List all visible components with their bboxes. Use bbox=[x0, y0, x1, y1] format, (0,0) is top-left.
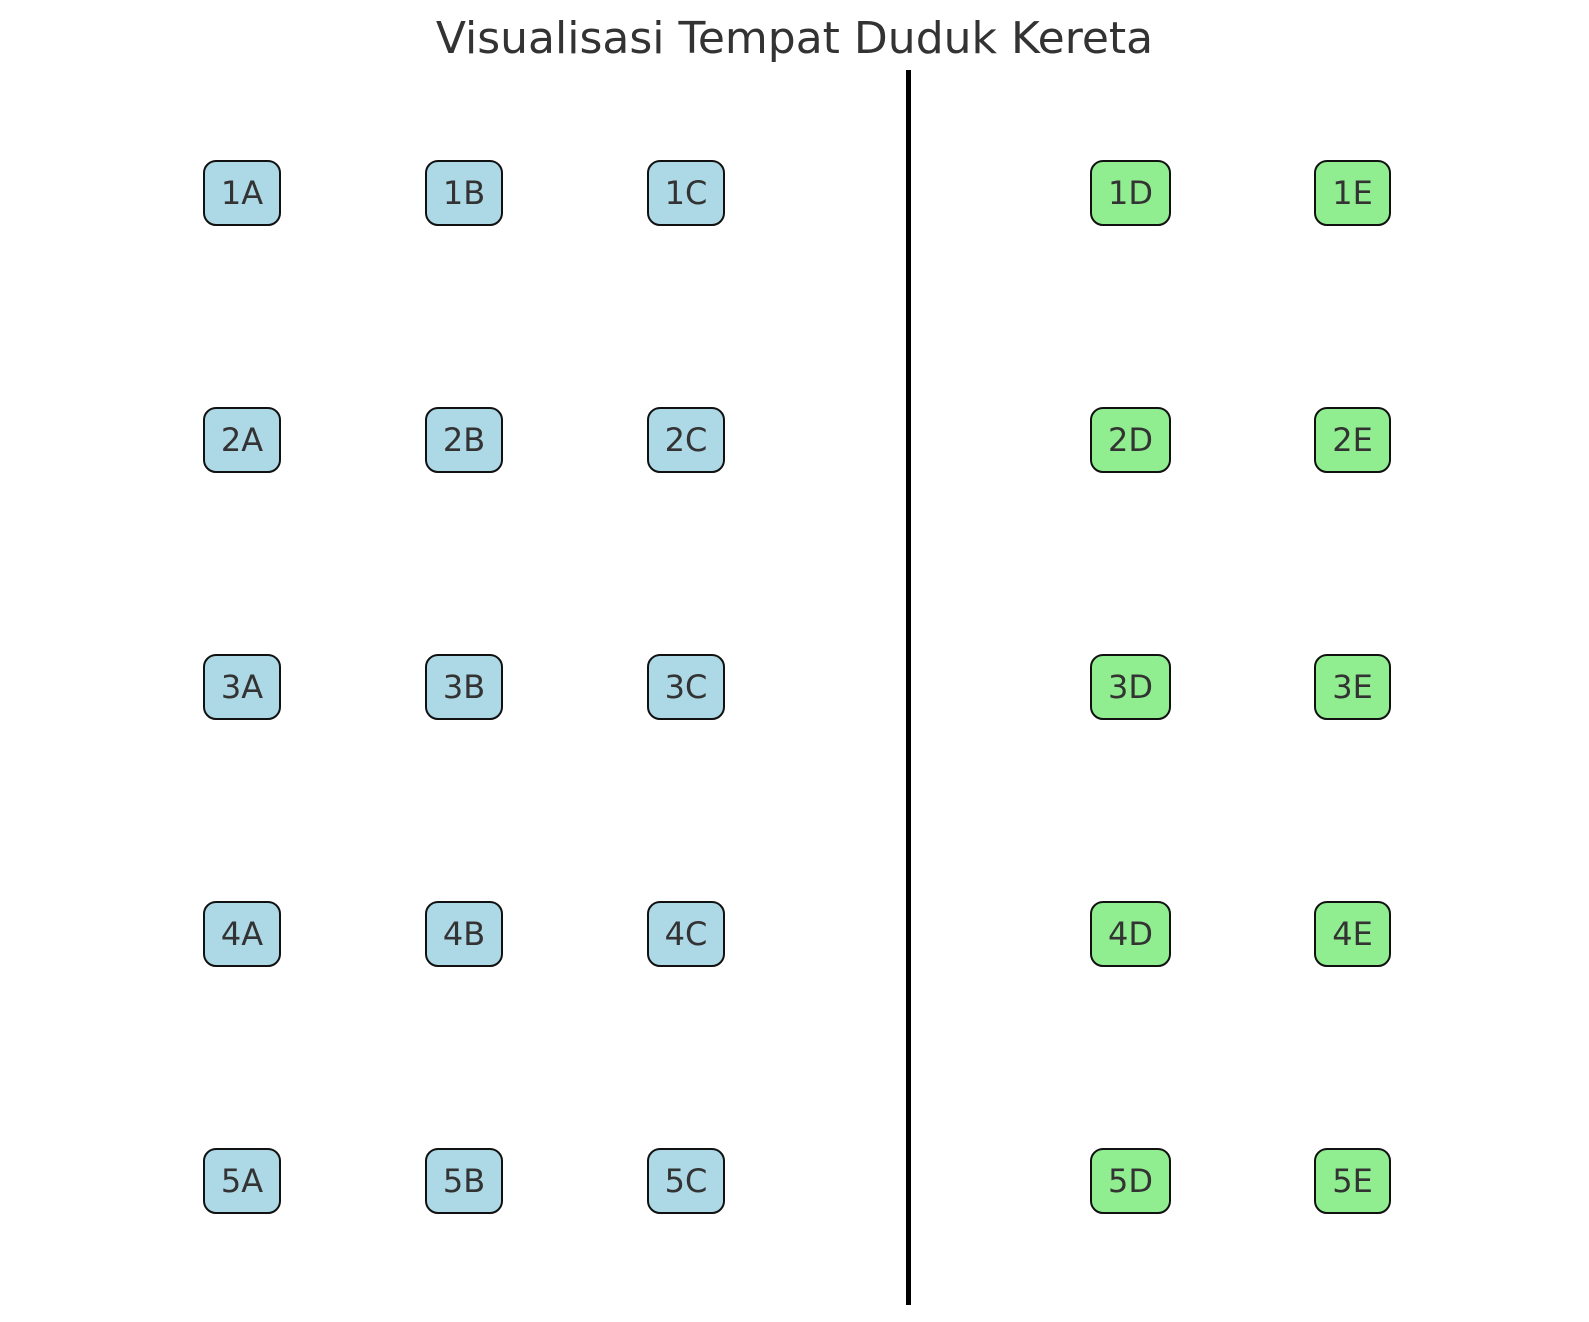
seat-1e[interactable]: 1E bbox=[1314, 160, 1391, 226]
seat-2d[interactable]: 2D bbox=[1090, 407, 1171, 473]
seat-3d[interactable]: 3D bbox=[1090, 654, 1171, 720]
seat-4b[interactable]: 4B bbox=[425, 901, 503, 967]
seat-1a[interactable]: 1A bbox=[203, 160, 281, 226]
seat-1b[interactable]: 1B bbox=[425, 160, 503, 226]
seat-3a[interactable]: 3A bbox=[203, 654, 281, 720]
seat-4e[interactable]: 4E bbox=[1314, 901, 1391, 967]
aisle-divider bbox=[906, 70, 911, 1305]
seat-5b[interactable]: 5B bbox=[425, 1148, 503, 1214]
seat-3e[interactable]: 3E bbox=[1314, 654, 1391, 720]
seat-3c[interactable]: 3C bbox=[647, 654, 725, 720]
seat-4a[interactable]: 4A bbox=[203, 901, 281, 967]
seat-4c[interactable]: 4C bbox=[647, 901, 725, 967]
seat-5c[interactable]: 5C bbox=[647, 1148, 725, 1214]
diagram-title: Visualisasi Tempat Duduk Kereta bbox=[435, 13, 1154, 64]
seat-5e[interactable]: 5E bbox=[1314, 1148, 1391, 1214]
seat-2b[interactable]: 2B bbox=[425, 407, 503, 473]
seat-1c[interactable]: 1C bbox=[647, 160, 725, 226]
seat-2c[interactable]: 2C bbox=[647, 407, 725, 473]
seat-1d[interactable]: 1D bbox=[1090, 160, 1171, 226]
seat-5a[interactable]: 5A bbox=[203, 1148, 281, 1214]
seat-3b[interactable]: 3B bbox=[425, 654, 503, 720]
seat-2a[interactable]: 2A bbox=[203, 407, 281, 473]
seat-2e[interactable]: 2E bbox=[1314, 407, 1391, 473]
seat-5d[interactable]: 5D bbox=[1090, 1148, 1171, 1214]
seat-4d[interactable]: 4D bbox=[1090, 901, 1171, 967]
